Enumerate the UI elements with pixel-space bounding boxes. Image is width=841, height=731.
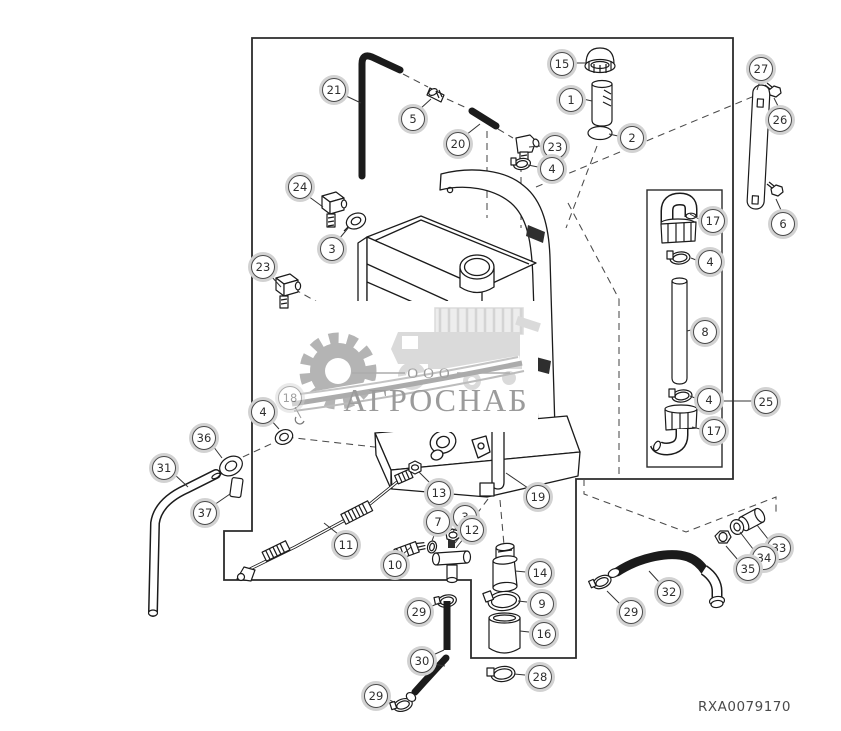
clamp-9: [482, 590, 521, 612]
dip-tube: [491, 426, 505, 490]
valve-12: [431, 540, 472, 584]
clamp-4-b: [668, 388, 693, 403]
figure-id-label: RXA0079170: [698, 699, 791, 715]
sub-box-25: [646, 189, 723, 468]
washer-34: [729, 519, 745, 535]
callout-14[interactable]: 14: [528, 561, 552, 585]
callout-27[interactable]: 27: [749, 57, 773, 81]
callout-10[interactable]: 10: [383, 553, 407, 577]
cable-11: [236, 460, 422, 582]
callout-6[interactable]: 6: [771, 212, 795, 236]
bolt-6: [766, 181, 784, 197]
bolt-26: [764, 82, 782, 98]
callout-4[interactable]: 4: [540, 157, 564, 181]
o-ring-2: [587, 125, 613, 141]
callout-4[interactable]: 4: [251, 400, 275, 424]
callout-32[interactable]: 32: [657, 580, 681, 604]
callout-20[interactable]: 20: [446, 132, 470, 156]
nut-3-bottom: [445, 528, 461, 542]
fitting-5: [426, 87, 445, 103]
swoosh-icon: [289, 355, 525, 412]
callout-4[interactable]: 4: [698, 250, 722, 274]
callout-8[interactable]: 8: [693, 320, 717, 344]
callout-25[interactable]: 25: [754, 390, 778, 414]
callout-23[interactable]: 23: [251, 255, 275, 279]
sleeve-16: [488, 612, 521, 654]
elbow-fitting-24: [321, 191, 348, 228]
nut-13: [408, 460, 422, 475]
hose-20: [468, 107, 500, 130]
clamp-4-top: [510, 157, 532, 171]
nut-35: [714, 530, 732, 544]
grommet-3-top: [343, 212, 367, 232]
elbow-fitting-23-left: [275, 273, 302, 309]
filler-neck-1: [591, 79, 613, 127]
clamp-28: [486, 665, 516, 683]
hose-32: [607, 550, 726, 609]
pad-37: [229, 477, 244, 499]
callout-7[interactable]: 7: [426, 510, 450, 534]
hose-21: [358, 52, 404, 180]
elbow-17-bottom: [649, 404, 698, 456]
clip-18: [294, 416, 305, 425]
hose-31: [147, 469, 221, 617]
callout-13[interactable]: 13: [427, 481, 451, 505]
clamp-29-bottom: [389, 697, 413, 713]
watermark-company-name: АГРОСНАБ: [343, 382, 528, 418]
callout-37[interactable]: 37: [193, 501, 217, 525]
grommet-4-left: [274, 429, 294, 445]
watermark: ООО АГРОСНАБ: [289, 301, 541, 432]
callout-29[interactable]: 29: [407, 600, 431, 624]
callout-35[interactable]: 35: [736, 557, 760, 581]
diagram-border: [223, 37, 734, 659]
filler-cap-15: [584, 47, 616, 74]
callout-16[interactable]: 16: [532, 622, 556, 646]
outlet-port: [479, 482, 495, 497]
strap-27: [746, 84, 771, 210]
callout-29[interactable]: 29: [364, 684, 388, 708]
callout-17[interactable]: 17: [702, 419, 726, 443]
elbow-fitting-23-top: [515, 134, 540, 164]
callout-4[interactable]: 4: [697, 388, 721, 412]
parts-drawings: [147, 47, 784, 713]
clamp-29-right: [587, 574, 612, 590]
hose-30: [405, 601, 451, 703]
callout-11[interactable]: 11: [334, 533, 358, 557]
callout-1[interactable]: 1: [559, 88, 583, 112]
callout-26[interactable]: 26: [768, 108, 792, 132]
underside-grommets: [429, 430, 491, 461]
callout-23[interactable]: 23: [543, 135, 567, 159]
leader-lines: [173, 62, 782, 704]
callout-21[interactable]: 21: [322, 78, 346, 102]
callout-12[interactable]: 12: [460, 518, 484, 542]
callout-24[interactable]: 24: [288, 175, 312, 199]
grommet-36: [217, 455, 243, 478]
callout-15[interactable]: 15: [550, 52, 574, 76]
callout-29[interactable]: 29: [619, 600, 643, 624]
callout-31[interactable]: 31: [152, 456, 176, 480]
tube-8: [671, 277, 688, 385]
callout-2[interactable]: 2: [620, 126, 644, 150]
pump-14: [492, 542, 518, 593]
o-ring-7: [426, 540, 438, 554]
callout-17[interactable]: 17: [701, 209, 725, 233]
callout-18[interactable]: 18: [278, 386, 302, 410]
clamp-4-a: [666, 250, 691, 265]
callout-5[interactable]: 5: [401, 107, 425, 131]
elbow-17-top: [660, 192, 698, 244]
tank-filler-neck: [459, 254, 495, 294]
callout-9[interactable]: 9: [530, 592, 554, 616]
callout-30[interactable]: 30: [410, 649, 434, 673]
callout-28[interactable]: 28: [528, 665, 552, 689]
callout-36[interactable]: 36: [192, 426, 216, 450]
callout-19[interactable]: 19: [526, 485, 550, 509]
callout-3[interactable]: 3: [320, 237, 344, 261]
watermark-org-type: ООО: [407, 366, 455, 382]
